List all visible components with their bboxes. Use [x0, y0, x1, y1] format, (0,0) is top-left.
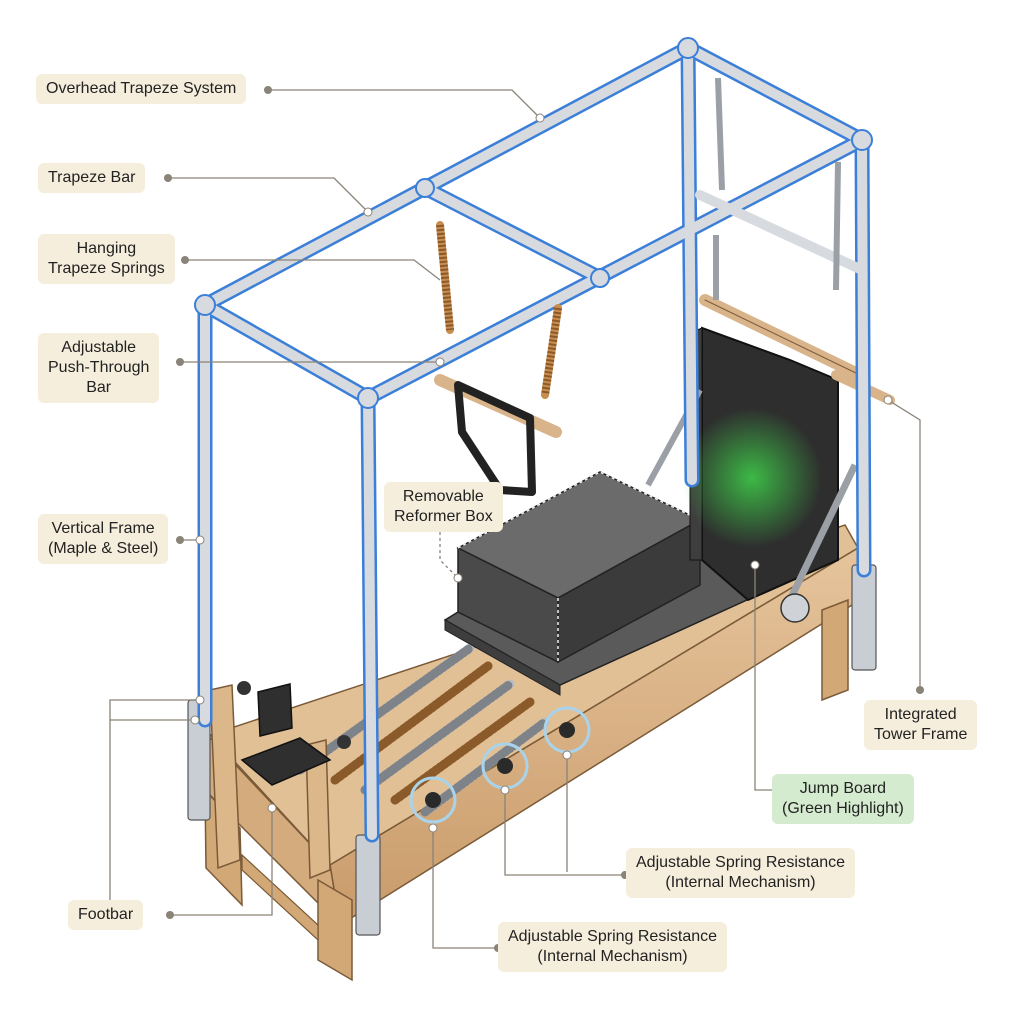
jump-board — [682, 326, 839, 602]
leader-lines — [109, 89, 921, 949]
footbar-assembly — [209, 681, 351, 880]
label-text: (Maple & Steel) — [48, 540, 159, 557]
label-text: Hanging — [76, 240, 137, 257]
bed-springs — [295, 643, 550, 817]
label-text: Trapeze Springs — [48, 260, 165, 277]
label-integrated-tower-frame: Integrated Tower Frame — [864, 700, 978, 750]
label-text: Vertical Frame — [51, 520, 155, 537]
label-spring-resistance-a: Adjustable Spring Resistance (Internal M… — [626, 848, 856, 898]
label-text: Adjustable Spring Resistance — [508, 928, 718, 945]
label-jump-board: Jump Board (Green Highlight) — [772, 774, 914, 824]
label-text: (Internal Mechanism) — [537, 948, 688, 965]
label-push-through-bar: Adjustable Push-Through Bar — [38, 333, 160, 403]
label-overhead-trapeze-system: Overhead Trapeze System — [36, 74, 247, 104]
label-hanging-trapeze-springs: Hanging Trapeze Springs — [38, 234, 175, 284]
label-text: (Green Highlight) — [782, 800, 904, 817]
label-text: Push-Through — [48, 359, 150, 376]
reformer-box — [456, 471, 702, 664]
label-text: Reformer Box — [394, 508, 493, 525]
label-text: Jump Board — [799, 780, 887, 797]
label-text: Integrated — [884, 706, 957, 723]
label-footbar: Footbar — [68, 900, 144, 930]
label-text: Removable — [402, 488, 484, 505]
tower-bars — [645, 294, 895, 623]
leader-dots — [164, 86, 924, 952]
label-text: Overhead Trapeze System — [46, 80, 237, 97]
steel-frame — [194, 37, 873, 843]
label-text: Footbar — [78, 906, 134, 923]
label-text: Trapeze Bar — [48, 169, 136, 186]
label-text: Adjustable Spring Resistance — [636, 854, 846, 871]
label-trapeze-bar: Trapeze Bar — [38, 163, 146, 193]
label-text: Adjustable — [61, 339, 137, 356]
trapeze — [434, 77, 841, 496]
label-text: Bar — [86, 379, 112, 396]
label-text: Tower Frame — [874, 726, 968, 743]
label-spring-resistance-b: Adjustable Spring Resistance (Internal M… — [498, 922, 728, 972]
label-removable-reformer-box: Removable Reformer Box — [384, 482, 503, 532]
label-vertical-frame: Vertical Frame (Maple & Steel) — [38, 514, 169, 564]
label-text: (Internal Mechanism) — [665, 874, 816, 891]
